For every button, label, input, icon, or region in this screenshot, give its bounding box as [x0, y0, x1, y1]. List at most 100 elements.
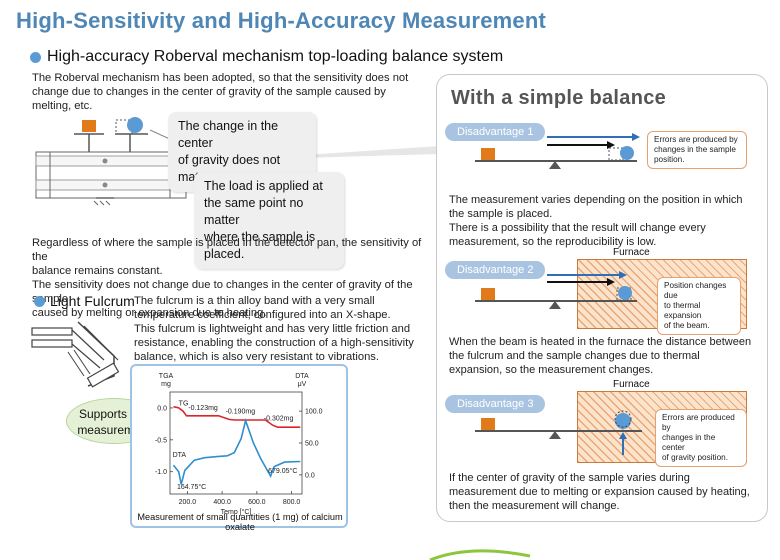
x-axis-label: Temp [°C] [221, 508, 252, 516]
right-tick-label: 50.0 [305, 441, 319, 448]
note-line: changes in the center [662, 433, 716, 452]
chart-caption: Measurement of small quantities (1 mg) o… [137, 512, 343, 532]
note-line: Position changes due [664, 281, 727, 300]
x-tick-label: 200.0 [179, 499, 197, 506]
annotation-label: -0.302mg [264, 416, 294, 423]
intro-paragraph: The Roberval mechanism has been adopted,… [32, 71, 427, 113]
disadvantage-1-note: Errors are produced by changes in the sa… [647, 131, 747, 169]
left-axis-unit: mg [161, 381, 171, 388]
right-axis-unit: μV [298, 381, 307, 388]
text-line: measurement due to melting or expansion … [449, 486, 750, 498]
annotation-label: -0.123mg [188, 405, 218, 412]
sensitivity-paragraph: Regardless of where the sample is placed… [32, 236, 432, 320]
subtitle-text: High-accuracy Roberval mechanism top-loa… [47, 48, 504, 65]
note-line: position. [654, 155, 685, 164]
text-line: The measurement varies depending on the … [449, 194, 743, 206]
callout-line: The change in the center [178, 119, 279, 150]
section-subtitle: High-accuracy Roberval mechanism top-loa… [30, 48, 503, 66]
intro-line: change due to changes in the center of g… [32, 86, 386, 98]
series-line-dta [172, 417, 301, 485]
callout-line: The load is applied at [204, 179, 323, 193]
disadvantage-1-label: Disadvantage 1 [445, 123, 546, 141]
note-line: changes in the sample [654, 145, 736, 154]
decorative-curve [429, 549, 531, 560]
fulcrum-icon [549, 431, 561, 439]
left-tick-label: 0.0 [157, 405, 167, 412]
text-line: measurement, so the reproducibility is l… [449, 236, 657, 248]
right-tick-label: 0.0 [305, 472, 315, 479]
bullet-dot-icon [34, 295, 45, 307]
text-line: There is a possibility that the result w… [449, 222, 706, 234]
light-fulcrum-heading: Light Fulcrum [34, 293, 135, 309]
callout-line: where the sample is placed. [204, 230, 316, 261]
blue-arrow-icon [632, 133, 640, 141]
text-line: then the measurement will change. [449, 500, 620, 512]
paragraph-line: resistance, enabling the construction of… [134, 337, 414, 349]
fulcrum-illustration [31, 321, 120, 388]
sample-weight-icon [481, 148, 495, 160]
annotation-label: 164.75°C [177, 483, 206, 491]
panel-title: With a simple balance [451, 87, 667, 109]
paragraph-line: Regardless of where the sample is placed… [32, 237, 422, 263]
annotation-label: 679.05°C [268, 467, 297, 475]
fulcrum-icon [549, 161, 561, 169]
fulcrum-icon [549, 301, 561, 309]
blue-sample-icon [620, 146, 634, 160]
right-tick-label: 100.0 [305, 409, 323, 416]
intro-line: melting, etc. [32, 100, 93, 112]
paragraph-line: This fulcrum is lightweight and has very… [134, 323, 411, 335]
simple-balance-panel: With a simple balance Disadvantage 1 Err… [436, 74, 768, 522]
paragraph-line: temperature coefficient, configured into… [134, 309, 391, 321]
paragraph-line: caused by melting or expansion due to he… [32, 307, 267, 319]
note-line: to thermal expansion [664, 301, 702, 320]
blue-sample-icon [615, 413, 631, 429]
note-line: of the beam. [664, 321, 710, 330]
disadvantage-2-note: Position changes due to thermal expansio… [657, 277, 741, 335]
sample-weight-icon [481, 288, 495, 300]
paragraph-line: balance remains constant. [32, 265, 163, 277]
disadvantage-2-label: Disadvantage 2 [445, 261, 546, 279]
bullet-dot-icon [30, 51, 41, 63]
disadvantage-3-note: Errors are produced by changes in the ce… [655, 409, 747, 467]
text-line: expansion, so the measurement changes. [449, 364, 654, 376]
annotation-label: -0.190mg [226, 409, 256, 416]
disadvantage-2-diagram [475, 271, 637, 309]
disadvantage-3-label: Disadvantage 3 [445, 395, 546, 413]
x-tick-label: 800.0 [283, 499, 301, 506]
furnace-label: Furnace [613, 379, 650, 390]
sample-weight-icon [82, 120, 96, 132]
text-line: If the center of gravity of the sample v… [449, 472, 690, 484]
light-fulcrum-label: Light Fulcrum [50, 293, 135, 309]
paragraph-line: The fulcrum is a thin alloy band with a … [134, 295, 375, 307]
disadvantage-1-text: The measurement varies depending on the … [449, 193, 761, 249]
left-tick-label: -1.0 [155, 469, 167, 476]
sample-weight-icon [481, 418, 495, 430]
callout-line: the same point no matter [204, 196, 304, 227]
series-line-tg [173, 405, 301, 428]
note-line: Errors are produced by [654, 135, 738, 144]
disadvantage-1-diagram [475, 133, 640, 169]
blue-arrow-icon [619, 432, 627, 439]
furnace-label: Furnace [613, 247, 650, 258]
disadvantage-2-text: When the beam is heated in the furnace t… [449, 335, 761, 377]
blue-sample-icon [618, 286, 632, 300]
blue-arrow-icon [619, 271, 627, 279]
x-tick-label: 600.0 [248, 499, 266, 506]
disadvantage-3-text: If the center of gravity of the sample v… [449, 471, 761, 513]
x-tick-label: 400.0 [213, 499, 231, 506]
intro-line: The Roberval mechanism has been adopted,… [32, 72, 409, 84]
text-line: the fulcrum and the sample changes due t… [449, 350, 700, 362]
paragraph-line: balance, which is also very resistant to… [134, 351, 379, 363]
black-arrow-icon [607, 278, 615, 286]
text-line: the sample is placed. [449, 208, 553, 220]
text-line: When the beam is heated in the furnace t… [449, 336, 752, 348]
note-line: of gravity position. [662, 453, 728, 462]
left-tick-label: -0.5 [155, 437, 167, 444]
page-title: High-Sensitivity and High-Accuracy Measu… [16, 8, 546, 33]
black-arrow-icon [607, 141, 615, 149]
note-line: Errors are produced by [662, 413, 735, 432]
blue-sample-icon [127, 117, 143, 133]
light-fulcrum-paragraph: The fulcrum is a thin alloy band with a … [134, 294, 424, 364]
